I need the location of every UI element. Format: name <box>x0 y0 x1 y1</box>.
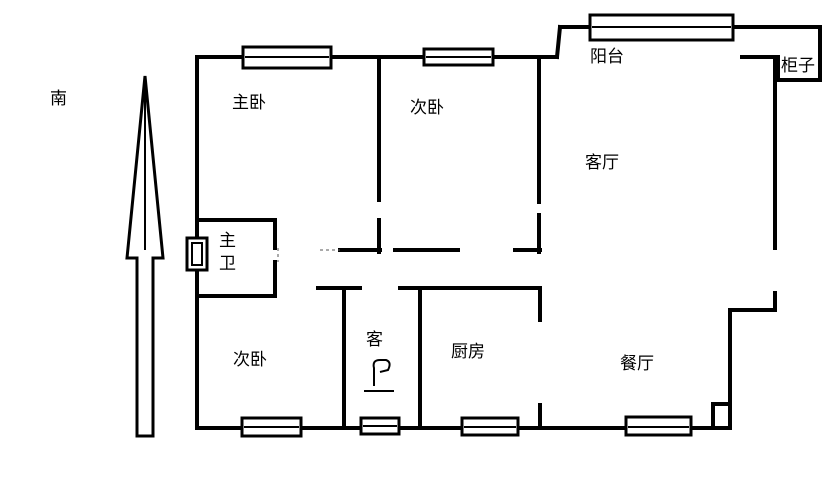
room-label-dining: 餐厅 <box>620 354 654 374</box>
room-label-master-bedroom: 主卧 <box>232 93 266 113</box>
window-master-bedroom <box>241 45 333 70</box>
window-master-bath <box>185 236 209 272</box>
window-guest-bath <box>359 416 401 436</box>
room-label-master-bath-2: 卫 <box>219 254 236 274</box>
walls <box>195 24 822 430</box>
room-label-second-bedroom-top: 次卧 <box>410 98 444 118</box>
window-kitchen <box>460 416 520 437</box>
room-label-second-bedroom-bottom: 次卧 <box>233 350 267 370</box>
room-label-master-bath-1: 主 <box>219 231 236 251</box>
windows <box>185 13 735 438</box>
room-label-living-room: 客厅 <box>585 153 619 173</box>
window-second-bedroom-top <box>422 47 495 67</box>
compass-label: 南 <box>50 89 67 109</box>
north-arrow-icon <box>125 75 165 438</box>
room-label-balcony: 阳台 <box>590 47 624 67</box>
window-dining <box>624 415 693 437</box>
room-label-kitchen: 厨房 <box>451 342 485 362</box>
door-openings <box>277 248 340 262</box>
window-balcony <box>588 13 735 42</box>
window-second-bedroom-bottom <box>240 416 303 438</box>
room-label-guest-bath: 客 <box>366 330 383 350</box>
toilet-icon <box>364 359 394 392</box>
room-label-cabinet: 柜子 <box>781 56 815 76</box>
